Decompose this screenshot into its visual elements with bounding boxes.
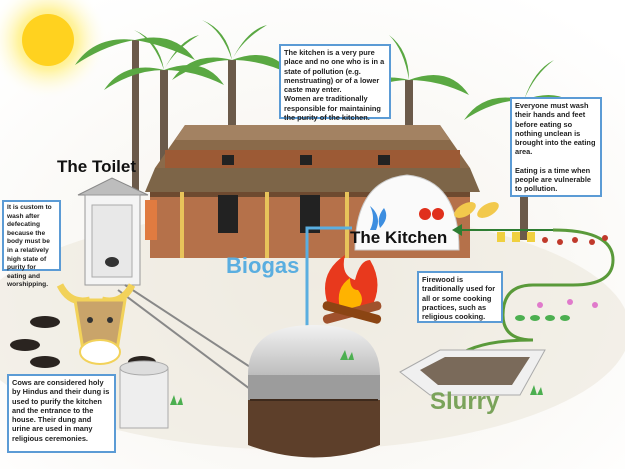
cows-note: Cows are considered holy by Hindus and t…: [7, 374, 116, 453]
grass: [170, 350, 543, 405]
tomato-icon: [419, 208, 431, 220]
firewood-note: Firewood is traditionally used for all o…: [417, 271, 503, 323]
note-text: Women are traditionally responsible for …: [284, 94, 381, 123]
washing-note: Everyone must wash their hands and feet …: [510, 97, 602, 197]
cow-face-icon: [56, 283, 136, 365]
kitchen-purity-note: The kitchen is a very pure place and no …: [279, 44, 391, 123]
kitchen-label: The Kitchen: [350, 228, 448, 247]
toilet-label: The Toilet: [57, 157, 137, 176]
fire-icon: [322, 255, 382, 324]
biogas-digester: [248, 325, 380, 458]
toilet-outhouse: [77, 177, 149, 286]
sun-icon: [0, 0, 108, 100]
toilet-note: It is custom to wash after defecating be…: [2, 200, 61, 288]
note-text: Everyone must wash their hands and feet …: [515, 101, 596, 157]
pipes: [117, 224, 553, 396]
note-text: The kitchen is a very pure place and no …: [284, 48, 385, 95]
note-text: Firewood is traditionally used for all o…: [422, 275, 496, 322]
slurry-label: Slurry: [430, 388, 500, 415]
note-text: Eating is a time when people are vulnera…: [515, 165, 591, 194]
slurry-tank: [399, 349, 546, 396]
biogas-label: Biogas: [226, 253, 300, 278]
note-text: Cows are considered holy by Hindus and t…: [12, 378, 110, 443]
dung-container: [119, 360, 169, 429]
kitchen-dome: [354, 174, 499, 251]
vine-path: [451, 228, 615, 362]
flame-icon: [370, 206, 387, 230]
note-text: It is custom to wash after defecating be…: [7, 204, 52, 289]
